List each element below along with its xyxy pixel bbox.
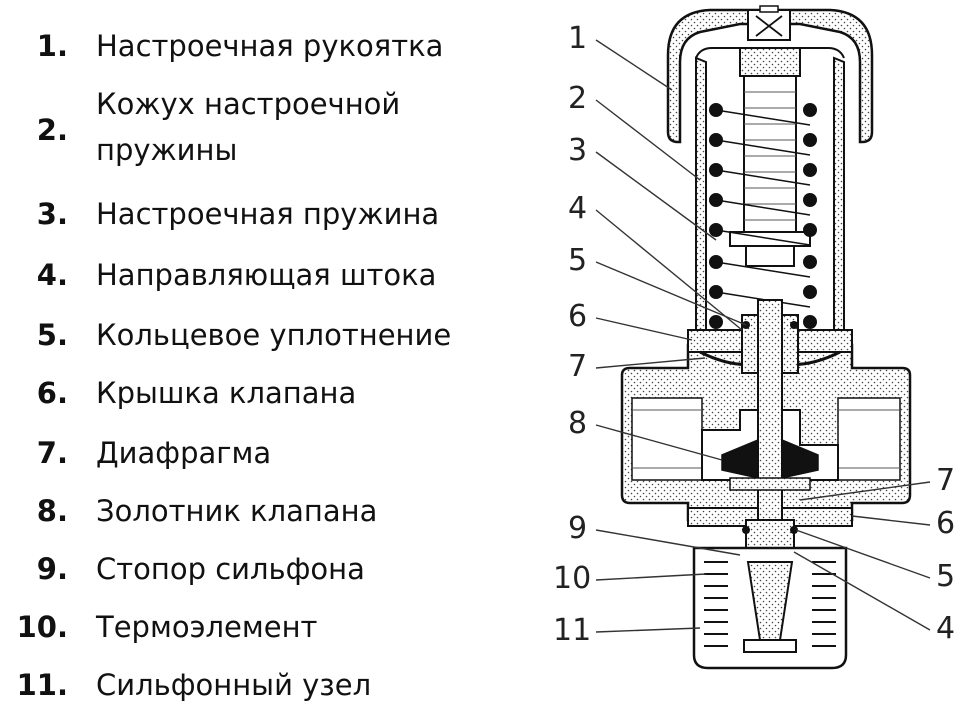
bellows-assembly bbox=[692, 546, 848, 670]
callout-9: 9 bbox=[568, 511, 587, 546]
callout-8: 8 bbox=[568, 406, 587, 441]
callout-2: 2 bbox=[568, 81, 587, 116]
legend-label: Термоэлемент bbox=[96, 610, 318, 644]
legend-label: Крышка клапана bbox=[96, 376, 357, 410]
valve-spool bbox=[721, 438, 819, 491]
leader-lines bbox=[595, 39, 931, 633]
legend-label: Стопор сильфона bbox=[96, 552, 365, 586]
legend-number: 8. bbox=[36, 494, 68, 528]
callout-numbers: 1 2 3 4 5 6 7 8 9 10 11 7 6 5 4 bbox=[553, 21, 955, 648]
o-ring bbox=[742, 321, 798, 534]
legend-label: Настроечная рукоятка bbox=[96, 29, 444, 63]
legend-label: Настроечная пружина bbox=[96, 197, 440, 231]
legend-label: Сильфонный узел bbox=[96, 668, 372, 702]
legend-number: 9. bbox=[36, 552, 68, 586]
legend-label: Кольцевое уплотнение bbox=[96, 318, 452, 352]
legend-list: 1. Настроечная рукоятка 2. Кожух настрое… bbox=[16, 29, 452, 702]
adjustment-spring bbox=[709, 103, 817, 329]
callout-4: 4 bbox=[568, 191, 587, 226]
legend-number: 6. bbox=[36, 376, 68, 410]
legend-label: Диафрагма bbox=[96, 436, 272, 470]
legend-label: Направляющая штока bbox=[96, 258, 437, 292]
callout-6-right: 6 bbox=[936, 506, 955, 541]
callout-5-right: 5 bbox=[936, 559, 955, 594]
legend-label-line2: пружины bbox=[96, 133, 238, 167]
callout-11: 11 bbox=[553, 613, 591, 648]
adjusting-screw bbox=[729, 47, 811, 267]
legend-number: 3. bbox=[36, 197, 68, 231]
callout-7-right: 7 bbox=[936, 463, 955, 498]
callout-7: 7 bbox=[568, 349, 587, 384]
callout-10: 10 bbox=[553, 561, 591, 596]
legend-number: 5. bbox=[36, 318, 68, 352]
legend-number: 4. bbox=[36, 258, 68, 292]
callout-6: 6 bbox=[568, 299, 587, 334]
callout-4-right: 4 bbox=[936, 611, 955, 646]
legend-number: 7. bbox=[36, 436, 68, 470]
stem-guide bbox=[741, 299, 799, 561]
valve-cross-section: 1 2 3 4 5 6 7 8 9 10 11 7 6 5 4 bbox=[553, 5, 955, 670]
legend-number: 1. bbox=[36, 29, 68, 63]
legend-label: Золотник клапана bbox=[96, 494, 378, 528]
handle-cap bbox=[666, 5, 874, 144]
legend-number: 2. bbox=[36, 113, 68, 147]
callout-5: 5 bbox=[568, 243, 587, 278]
legend-label: Кожух настроечной bbox=[96, 87, 401, 121]
legend-number: 10. bbox=[16, 610, 68, 644]
callout-1: 1 bbox=[568, 21, 587, 56]
callout-3: 3 bbox=[568, 133, 587, 168]
legend-number: 11. bbox=[16, 668, 68, 702]
